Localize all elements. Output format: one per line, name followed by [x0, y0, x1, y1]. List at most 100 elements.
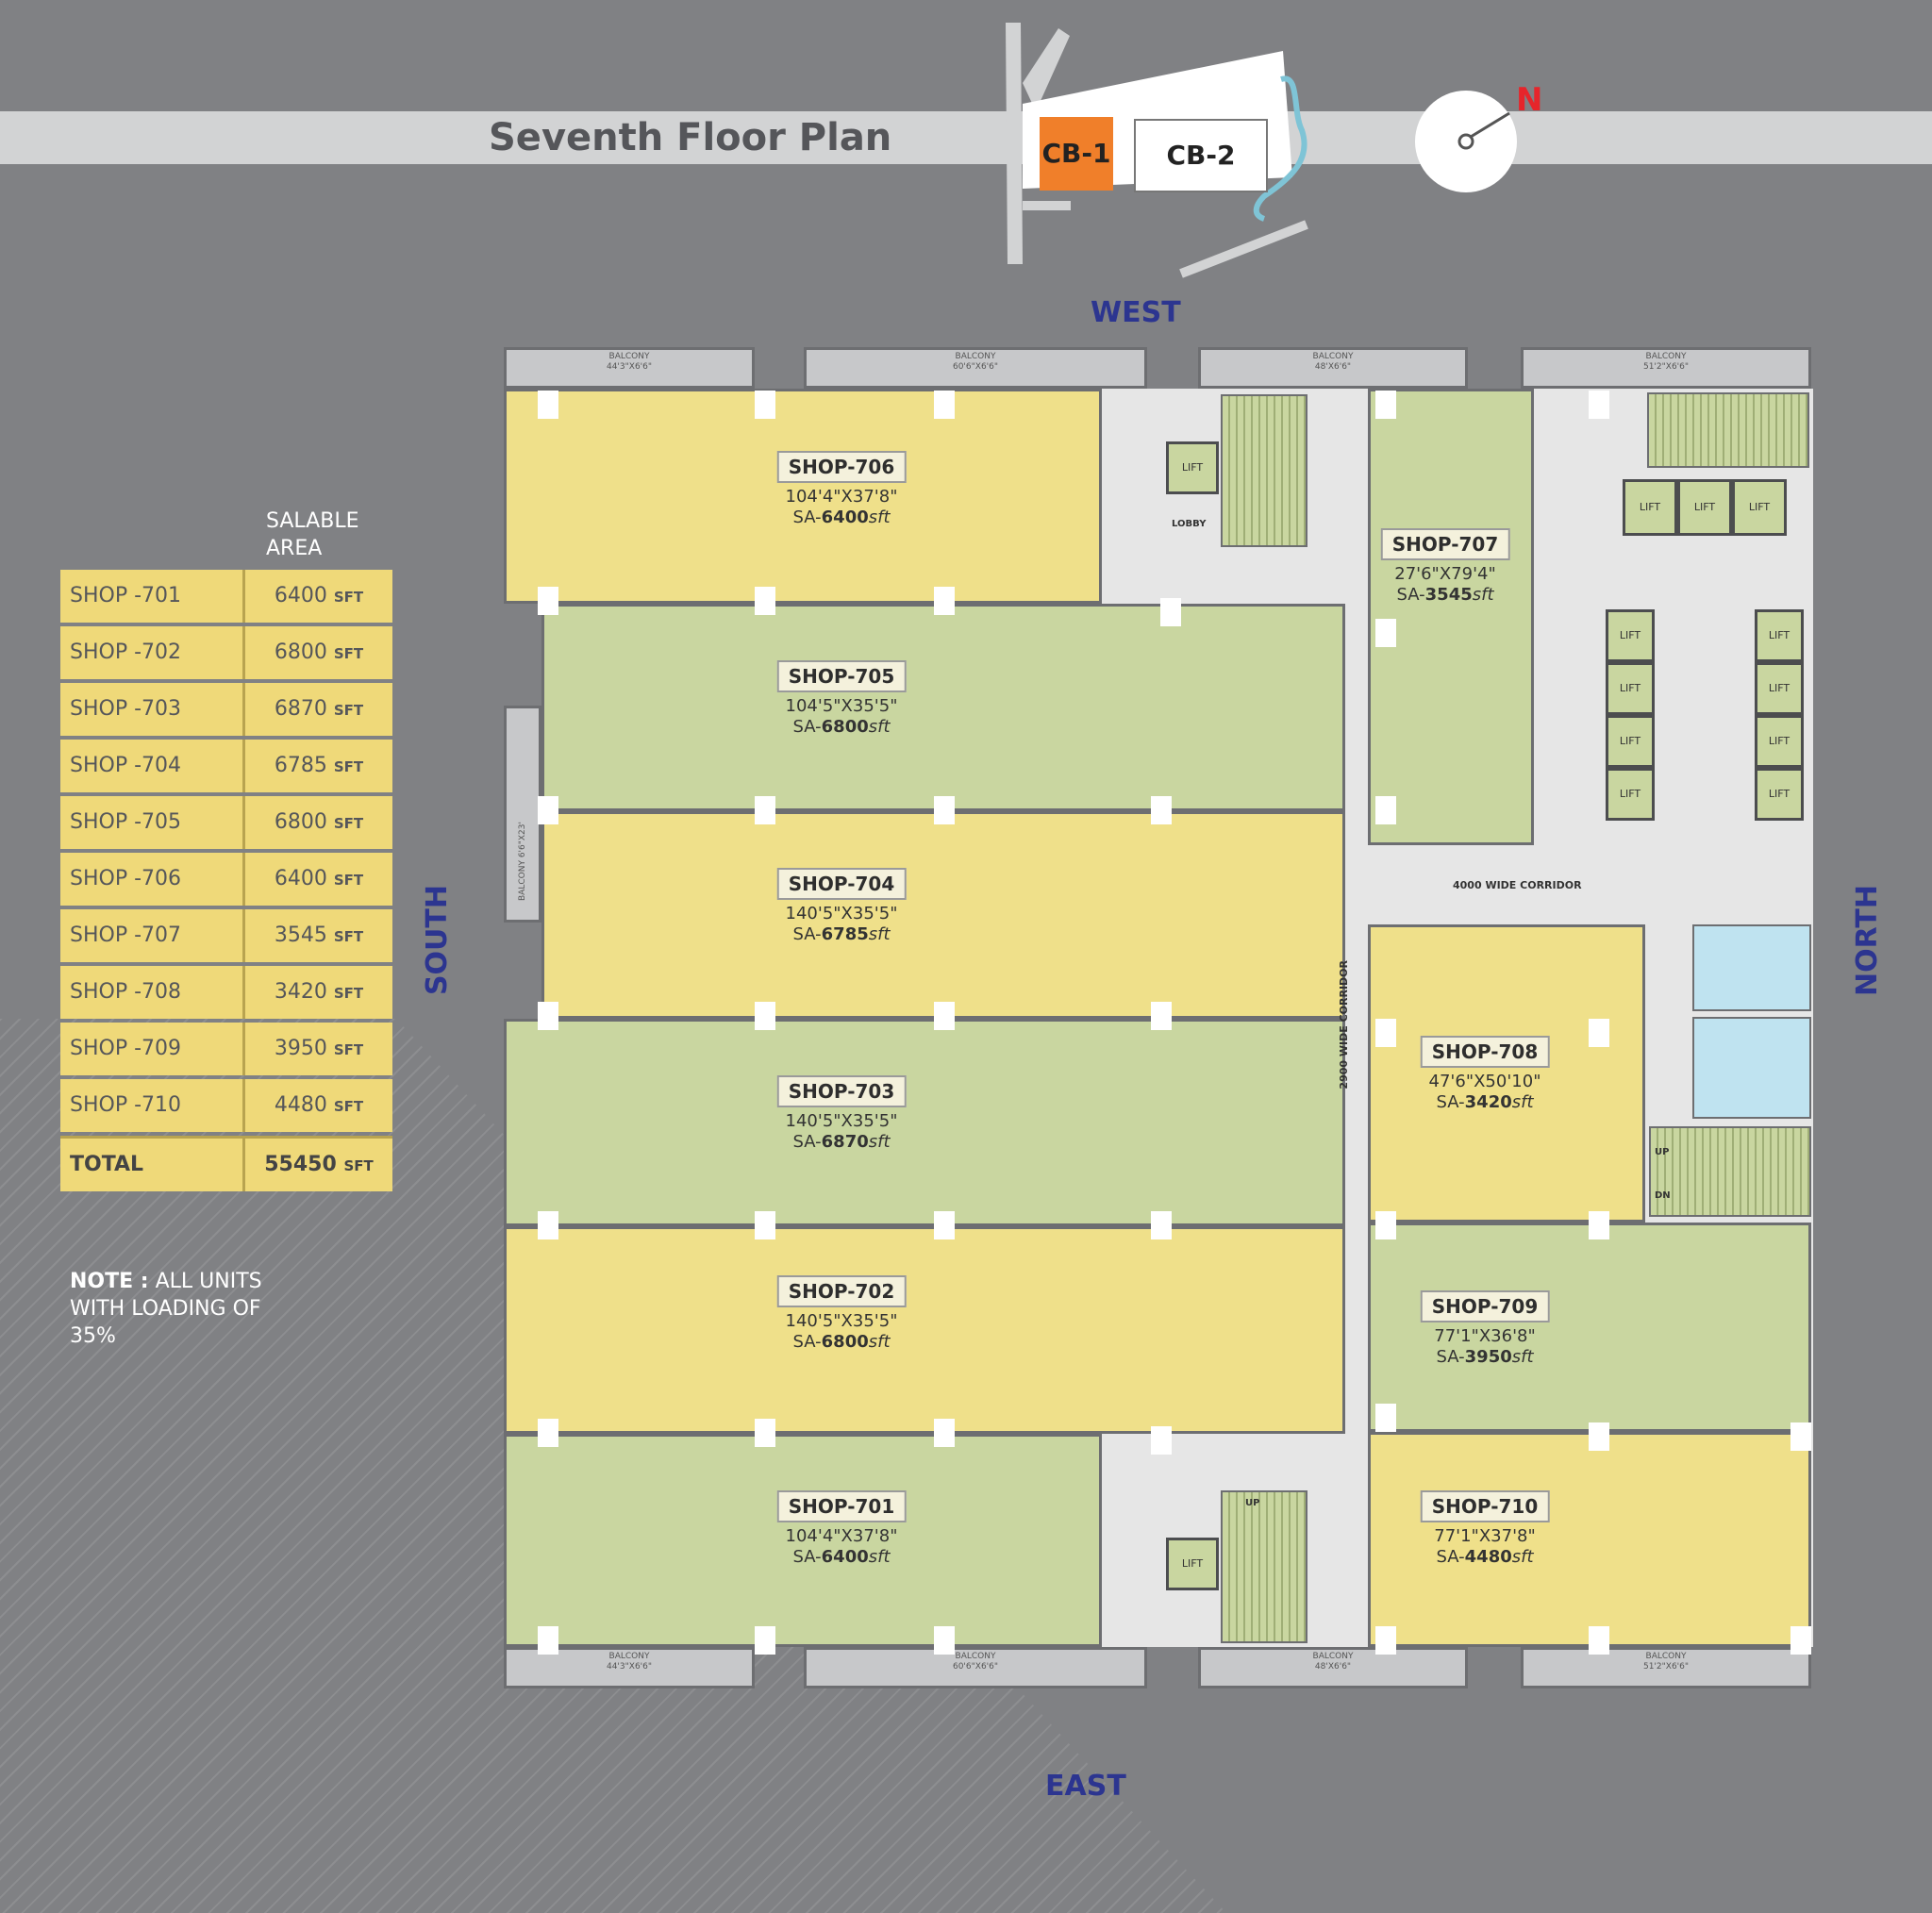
lift-bank-b-3: LIFT	[1755, 715, 1804, 768]
shop-dims: 77'1"X37'8"	[1434, 1526, 1536, 1546]
balcony-label: BALCONY	[955, 352, 996, 361]
shop-dims: 140'5"X35'5"	[785, 1111, 898, 1131]
shop-704	[541, 811, 1345, 1019]
shop-sa: SA-6400sft	[777, 507, 907, 528]
shop-dims: 140'5"X35'5"	[785, 904, 898, 923]
shop-name: SHOP-703	[776, 1075, 907, 1107]
area-unit: SFT	[333, 1041, 364, 1058]
shop-dims: 104'5"X35'5"	[785, 696, 898, 716]
area-cell: 6400 SFT	[245, 853, 392, 906]
lift-bank-a-1: LIFT	[1606, 609, 1655, 662]
area-cell: 6870 SFT	[245, 683, 392, 736]
shop-cell: SHOP -710	[60, 1079, 245, 1132]
structural-column	[934, 587, 955, 615]
staircase-north-east	[1647, 392, 1809, 468]
shop-sa: SA-6800sft	[777, 1332, 907, 1353]
shop-709	[1368, 1223, 1811, 1432]
shop-707	[1368, 389, 1534, 845]
lift-bank-b-1: LIFT	[1755, 609, 1804, 662]
area-value: 55450	[264, 1153, 337, 1176]
structural-column	[1375, 619, 1396, 647]
lift-bank-a-3: LIFT	[1606, 715, 1655, 768]
key-plan-road-2	[1023, 28, 1070, 111]
direction-north: NORTH	[1851, 885, 1884, 996]
shop-name: SHOP-710	[1420, 1490, 1550, 1522]
area-value: 6400	[274, 584, 327, 607]
structural-column	[538, 1211, 558, 1239]
structural-column	[934, 796, 955, 824]
shop-name: SHOP-704	[776, 868, 907, 900]
area-value: 6870	[274, 697, 327, 721]
area-unit: SFT	[333, 758, 364, 775]
sa-value: 6400	[821, 507, 869, 527]
shop-701-label: SHOP-701 104'4"X37'8" SA-6400sft	[776, 1490, 907, 1568]
corridor-horizontal-label: 4000 WIDE CORRIDOR	[1453, 879, 1582, 891]
sa-prefix: SA-	[792, 717, 822, 737]
north-arrow-hub	[1457, 133, 1474, 150]
structural-column	[538, 391, 558, 419]
sa-value: 6870	[821, 1132, 869, 1152]
staircase-north-west	[1221, 394, 1307, 547]
shop-709-label: SHOP-709 77'1"X36'8" SA-3950sft	[1420, 1290, 1550, 1368]
area-value: 3420	[274, 980, 327, 1004]
area-unit: SFT	[333, 702, 364, 719]
structural-column	[538, 1419, 558, 1447]
area-value: 6800	[274, 640, 327, 664]
structural-column	[755, 391, 775, 419]
direction-west: WEST	[1091, 296, 1181, 329]
sa-value: 6785	[821, 924, 869, 944]
shop-702	[504, 1226, 1345, 1434]
key-plan-road-1	[1006, 23, 1023, 264]
sa-unit: sft	[1472, 585, 1494, 605]
north-label: N	[1516, 81, 1543, 119]
shop-sa: SA-6400sft	[777, 1547, 907, 1568]
sa-unit: sft	[868, 1132, 891, 1152]
lift-bank-b-4: LIFT	[1755, 768, 1804, 821]
shop-cell: SHOP -709	[60, 1023, 245, 1075]
structural-column	[1151, 796, 1172, 824]
north-arrow-needle	[1470, 111, 1510, 139]
structural-column	[538, 1002, 558, 1030]
structural-column	[934, 1419, 955, 1447]
structural-column	[934, 1211, 955, 1239]
structural-column	[934, 1002, 955, 1030]
shop-708-label: SHOP-708 47'6"X50'10" SA-3420sft	[1420, 1036, 1550, 1113]
balcony-dim: 60'6"X6'6"	[952, 1662, 999, 1672]
lift-east-1: LIFT	[1166, 1538, 1219, 1590]
balcony-label: BALCONY	[1645, 1652, 1687, 1661]
shop-dims: 104'4"X37'8"	[785, 1526, 898, 1546]
area-unit: SFT	[333, 928, 364, 945]
lift-north-2: LIFT	[1677, 479, 1732, 536]
area-value: 6400	[274, 867, 327, 890]
toilet-block-2	[1692, 1017, 1811, 1119]
total-label: TOTAL	[60, 1139, 245, 1191]
shop-710-label: SHOP-710 77'1"X37'8" SA-4480sft	[1420, 1490, 1550, 1568]
area-value: 4480	[274, 1093, 327, 1117]
balcony-label: BALCONY	[955, 1652, 996, 1661]
area-value: 6800	[274, 810, 327, 834]
structural-column	[755, 1002, 775, 1030]
structural-column	[1151, 1426, 1172, 1455]
shop-702-label: SHOP-702 140'5"X35'5" SA-6800sft	[776, 1275, 907, 1353]
shop-708	[1368, 924, 1645, 1223]
shop-dims: 47'6"X50'10"	[1428, 1072, 1541, 1091]
lobby-label: LOBBY	[1172, 519, 1207, 529]
table-header: SALABLE AREA	[266, 509, 359, 560]
area-value: 6785	[274, 754, 327, 777]
balcony-dim: 48'X6'6"	[1314, 1662, 1352, 1672]
balcony-south-text: BALCONY 6'6"X23'	[518, 822, 528, 901]
balcony-dim: 51'2"X6'6"	[1642, 1662, 1690, 1672]
cb1-block: CB-1	[1040, 117, 1113, 191]
up-label-bottom: UP	[1245, 1498, 1260, 1508]
sa-value: 3950	[1464, 1347, 1512, 1367]
sa-unit: sft	[868, 1547, 891, 1567]
sa-unit: sft	[1511, 1347, 1534, 1367]
